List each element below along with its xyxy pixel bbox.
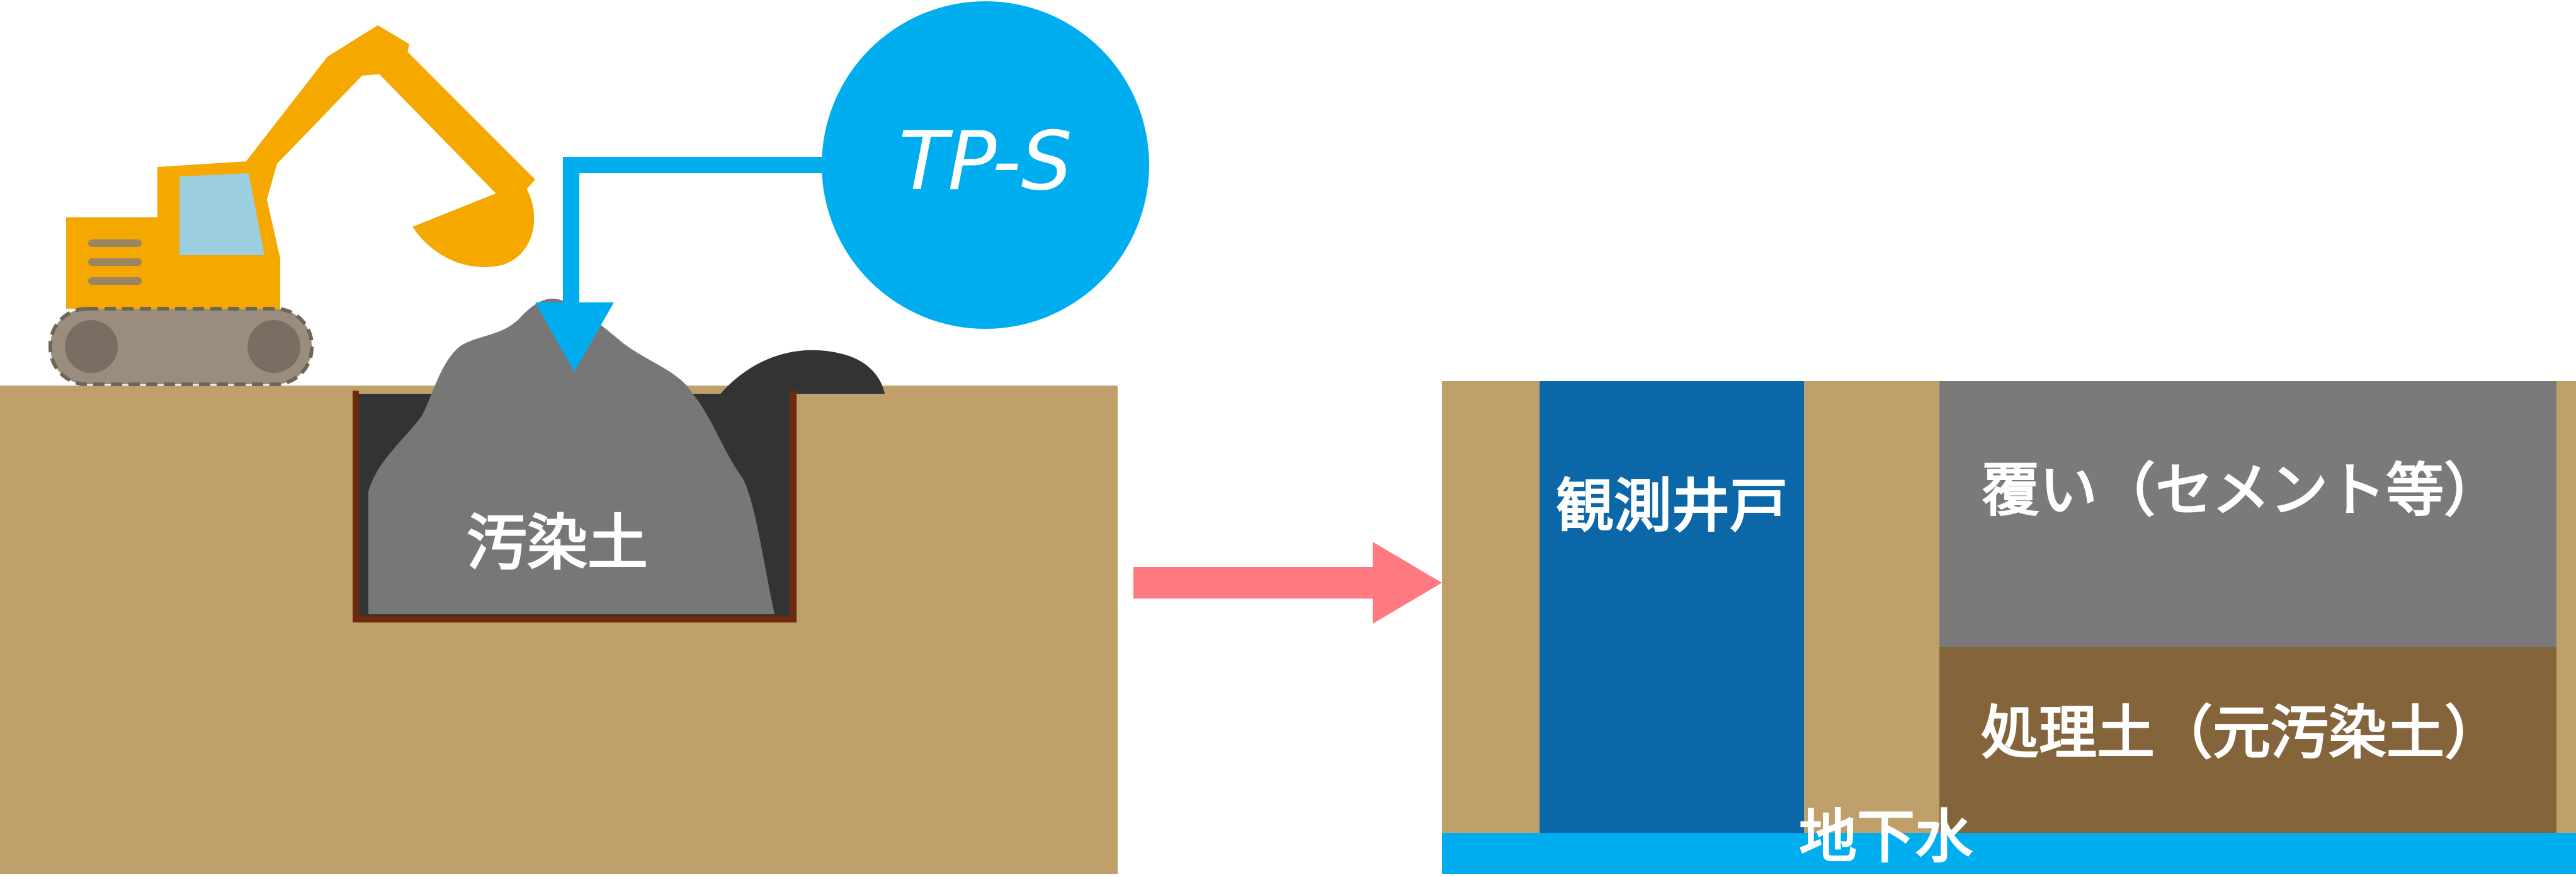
ground-left — [0, 386, 1118, 874]
process-flow-arrow — [1133, 542, 1442, 624]
excavator-vent-1 — [88, 239, 142, 247]
contaminated-soil-label: 汚染土 — [467, 508, 648, 578]
left-panel-excavation: 汚染土 TP-S — [0, 1, 1149, 874]
treated-soil-label: 処理土（元汚染土） — [1981, 699, 2502, 767]
excavator-wheel-left — [65, 320, 118, 373]
excavator-window — [179, 173, 264, 255]
tps-bubble — [822, 1, 1149, 329]
cover-label: 覆い（セメント等） — [1982, 457, 2502, 524]
treated-soil-layer — [1939, 647, 2556, 836]
excavator-bucket — [412, 183, 535, 267]
observation-well-label: 観測井戸 — [1556, 473, 1788, 540]
tps-label: TP-S — [899, 115, 1072, 209]
excavator-arm — [368, 47, 535, 208]
groundwater-label: 地下水 — [1799, 803, 1973, 871]
excavator — [48, 25, 535, 386]
excavator-boom — [217, 25, 409, 208]
contaminated-soil-mound — [368, 299, 775, 614]
observation-well — [1540, 381, 1804, 836]
groundwater — [1442, 833, 2576, 874]
excavator-vent-3 — [88, 277, 142, 285]
tps-feed-arrowhead — [535, 302, 614, 372]
excavator-vent-2 — [88, 258, 142, 266]
pit-soil-heap — [718, 350, 885, 397]
excavator-track — [48, 307, 314, 386]
right-panel-treated: 観測井戸 覆い（セメント等） 処理土（元汚染土） 地下水 — [1442, 381, 2576, 874]
cover-layer — [1939, 381, 2556, 647]
tps-feed-line — [563, 157, 831, 309]
excavator-wheel-right — [247, 320, 300, 373]
pit-border — [353, 391, 797, 622]
